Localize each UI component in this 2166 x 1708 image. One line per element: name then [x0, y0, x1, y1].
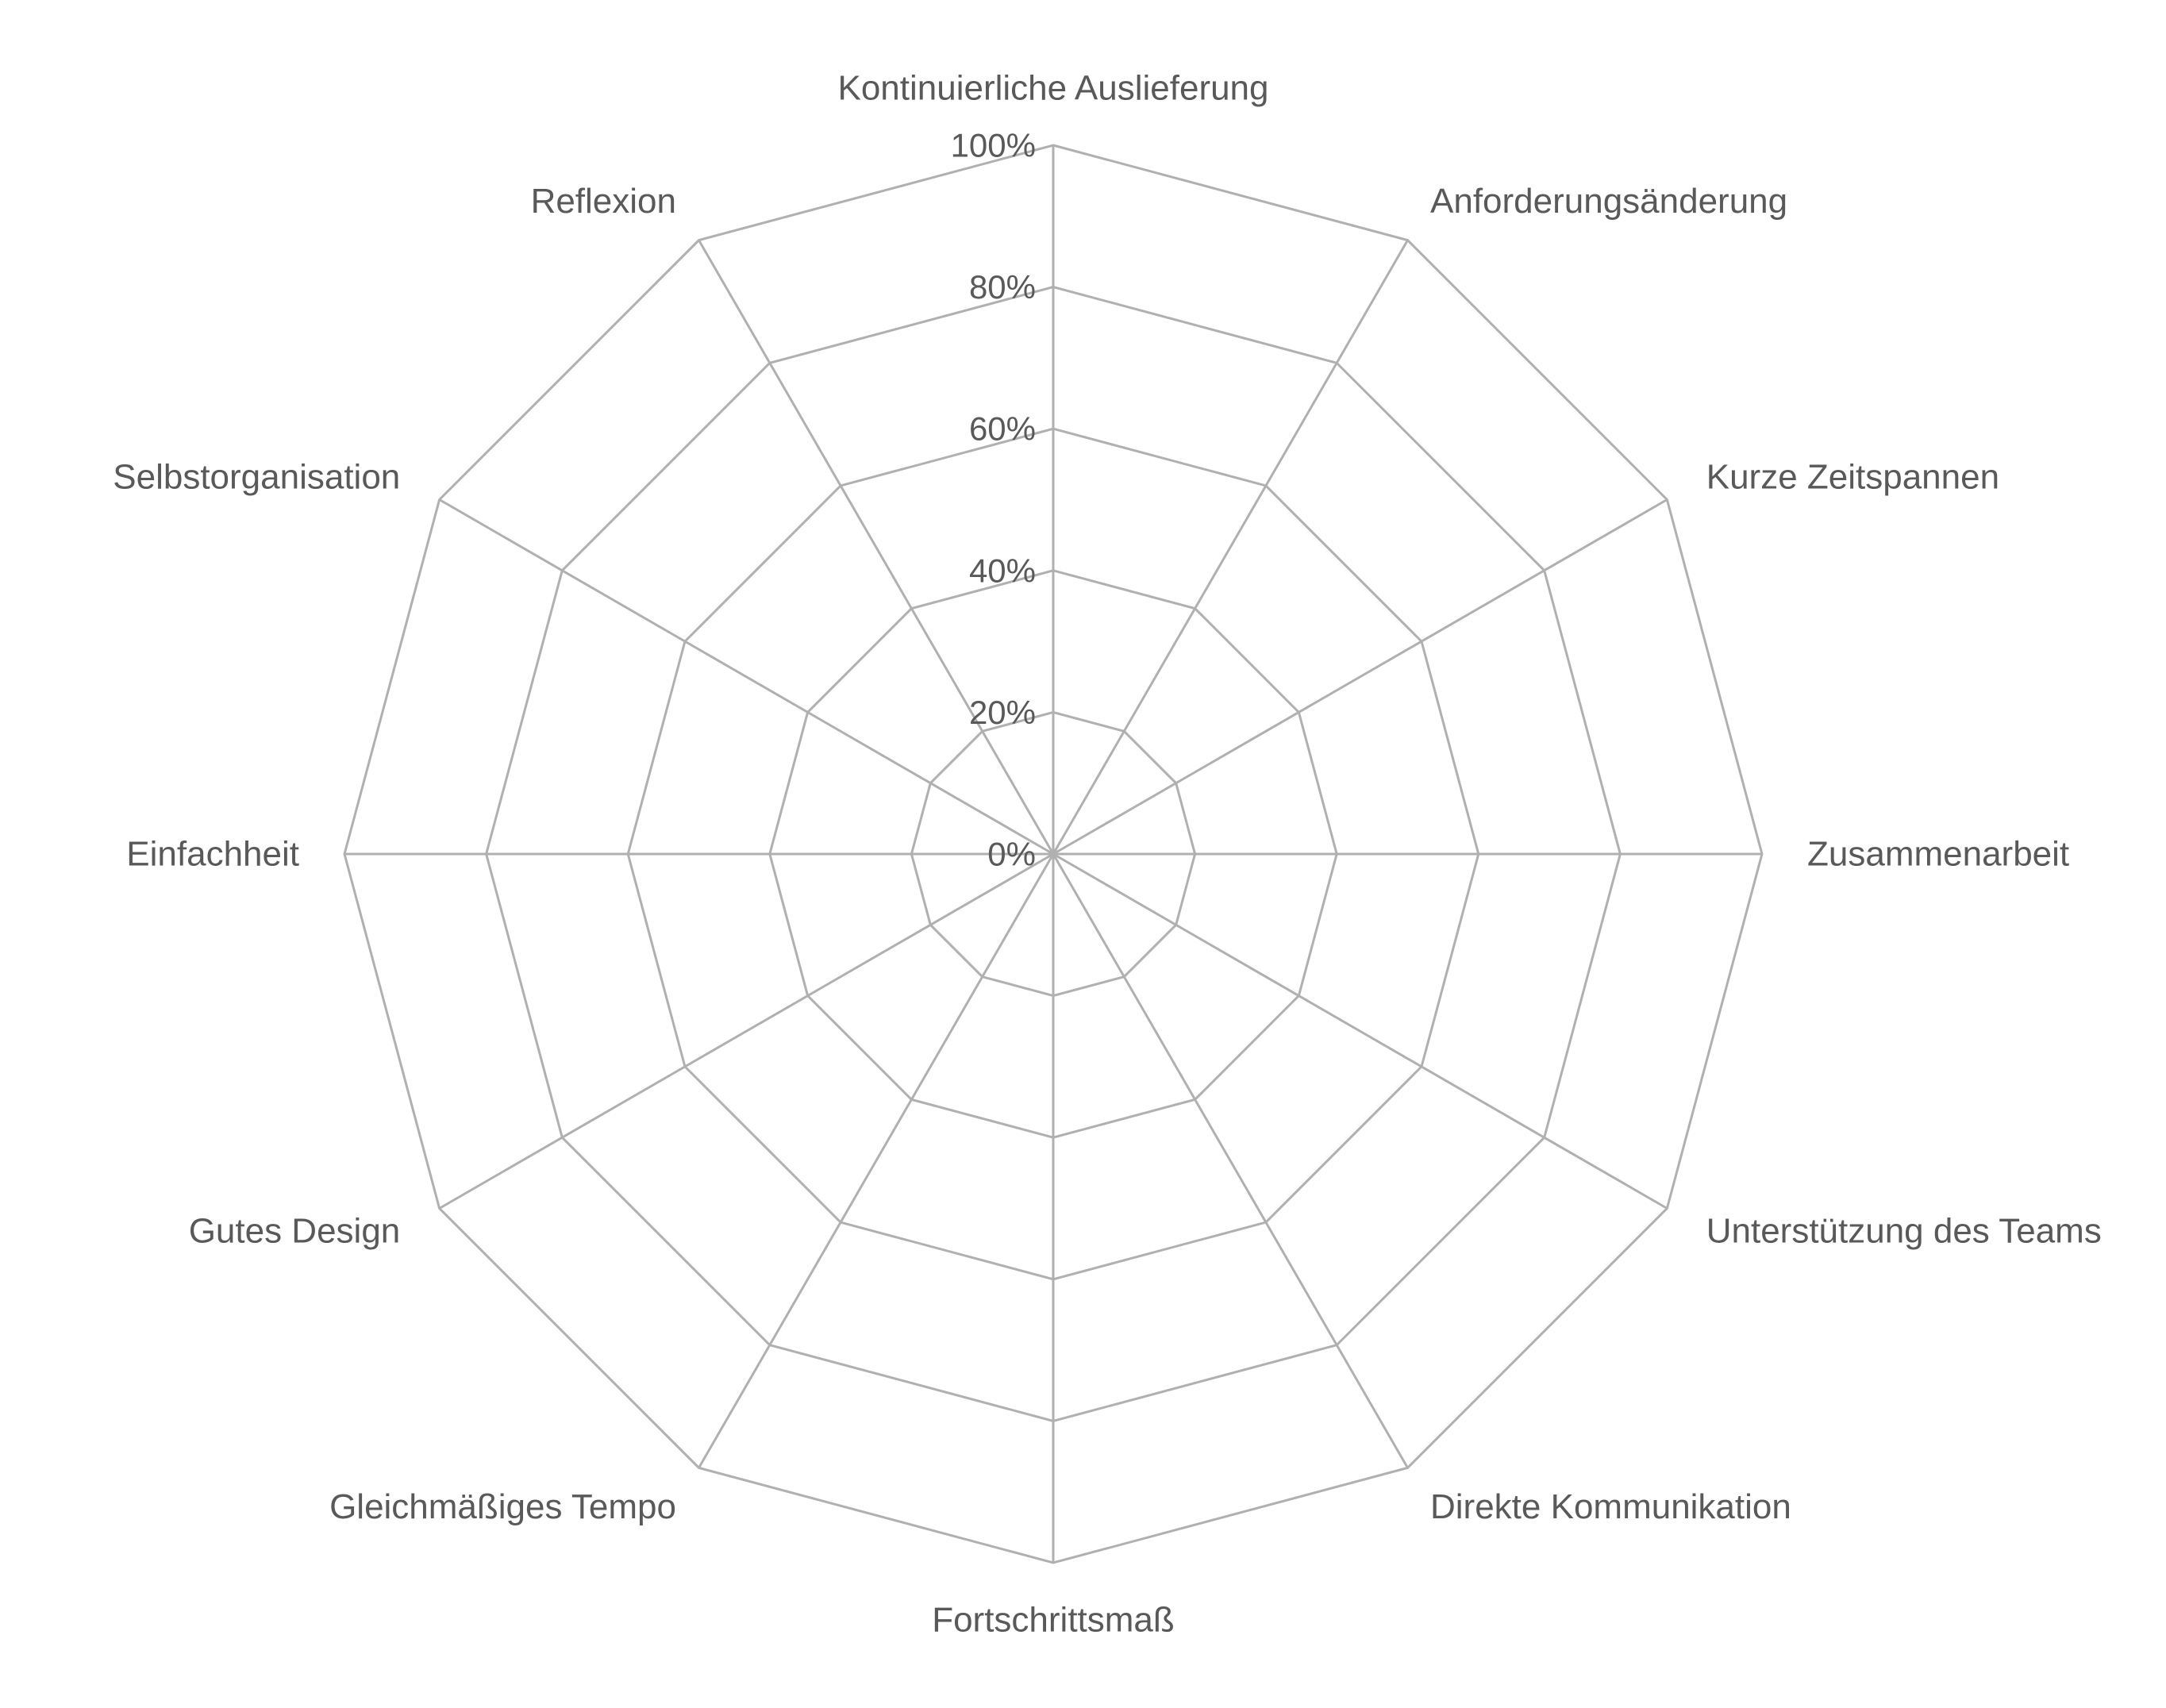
spoke-layer: [344, 145, 1762, 1563]
tick-label: 40%: [969, 552, 1036, 589]
axis-spoke: [438, 498, 1054, 856]
category-label: Kontinuierliche Auslieferung: [837, 69, 1268, 108]
axis-spoke: [698, 853, 1055, 1469]
category-label: Einfachheit: [126, 835, 299, 874]
category-label: Kurze Zeitspannen: [1706, 458, 1999, 497]
axis-spoke: [438, 852, 1054, 1210]
axis-spoke: [698, 239, 1055, 855]
category-label: Reflexion: [531, 182, 676, 221]
tick-labels: 0% 20% 40% 60% 80% 100%: [951, 127, 1036, 873]
category-label: Direkte Kommunikation: [1430, 1487, 1791, 1526]
category-label: Anforderungsänderung: [1430, 182, 1787, 221]
tick-label: 80%: [969, 268, 1036, 306]
category-label: Gutes Design: [189, 1212, 401, 1251]
category-label: Unterstützung des Teams: [1706, 1212, 2102, 1251]
axis-spoke: [1052, 852, 1668, 1210]
category-label: Zusammenarbeit: [1807, 835, 2069, 874]
tick-label: 60%: [969, 410, 1036, 448]
category-label: Gleichmäßiges Tempo: [329, 1487, 676, 1526]
tick-label: 100%: [951, 127, 1036, 164]
category-label: Selbstorganisation: [113, 458, 400, 497]
tick-label: 0%: [987, 836, 1036, 873]
axis-spoke: [1052, 853, 1409, 1469]
tick-label: 20%: [969, 694, 1036, 731]
axis-spoke: [1052, 498, 1668, 856]
category-labels: Kontinuierliche AuslieferungAnforderungs…: [113, 69, 2102, 1640]
category-label: Fortschrittsmaß: [932, 1601, 1175, 1640]
axis-spoke: [1052, 239, 1409, 855]
